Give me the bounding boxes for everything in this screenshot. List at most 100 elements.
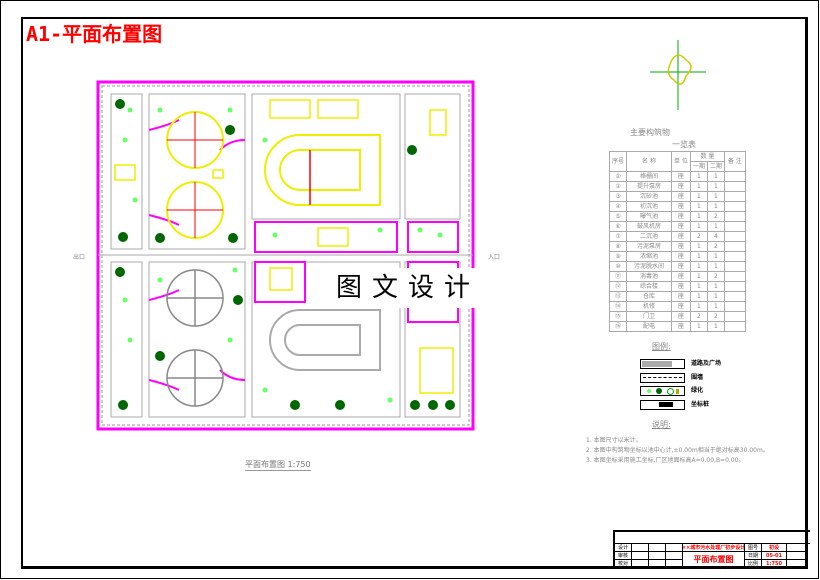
drawing-title: A1-平面布置图 bbox=[26, 22, 163, 46]
row-no: ⑫ bbox=[608, 281, 628, 292]
row-phase1: 1 bbox=[689, 171, 708, 182]
row-no: ⑥ bbox=[608, 221, 628, 232]
row-name: 格栅间 bbox=[626, 171, 673, 182]
legend-title: 图例: bbox=[652, 342, 671, 351]
stake-swatch-icon bbox=[640, 399, 685, 410]
row-no: ④ bbox=[608, 201, 628, 212]
note-item: 3. 本图坐标采用施工坐标,厂区地面标高A=0.00,B=0.00。 bbox=[586, 457, 745, 464]
row-note bbox=[723, 301, 746, 312]
row-no: ⑧ bbox=[608, 241, 628, 252]
header-phase1: 一期 bbox=[689, 161, 708, 172]
row-phase1: 2 bbox=[689, 231, 708, 242]
row-phase2: 2 bbox=[706, 211, 725, 222]
row-note bbox=[723, 241, 746, 252]
clarifiers-phase2 bbox=[166, 269, 224, 407]
row-note bbox=[723, 311, 746, 322]
row-no: ⑩ bbox=[608, 261, 628, 272]
row-note bbox=[723, 231, 746, 242]
row-name: 消毒池 bbox=[626, 271, 673, 282]
aeration-tank-phase2 bbox=[269, 309, 381, 371]
legend-item: 道路及广场 bbox=[640, 358, 721, 370]
row-no: ⑨ bbox=[608, 251, 628, 262]
row-name: 综合楼 bbox=[626, 281, 673, 292]
row-phase1: 1 bbox=[689, 261, 708, 272]
trees bbox=[115, 99, 455, 410]
row-phase1: 1 bbox=[689, 291, 708, 302]
row-phase1: 1 bbox=[689, 221, 708, 232]
row-phase2: 1 bbox=[706, 321, 725, 332]
row-phase2: 2 bbox=[706, 271, 725, 282]
row-phase2: 1 bbox=[706, 291, 725, 302]
row-name: 污泥泵房 bbox=[626, 241, 673, 252]
row-name: 仓库 bbox=[626, 291, 673, 302]
notes: 1. 本图尺寸以米计。 2. 本图中构筑物坐标以池中心计,±0.00m相当于绝对… bbox=[586, 436, 802, 466]
row-note bbox=[723, 251, 746, 262]
row-phase2: 1 bbox=[706, 251, 725, 262]
row-unit: 座 bbox=[671, 271, 691, 282]
row-unit: 座 bbox=[671, 321, 691, 332]
row-unit: 座 bbox=[671, 201, 691, 212]
row-phase1: 2 bbox=[689, 311, 708, 322]
note-item: 1. 本图尺寸以米计。 bbox=[586, 437, 642, 444]
row-note bbox=[723, 211, 746, 222]
row-no: ① bbox=[608, 171, 628, 182]
header-note: 备 注 bbox=[723, 151, 746, 172]
row-phase2: 4 bbox=[706, 231, 725, 242]
clarifiers-phase1 bbox=[166, 111, 224, 239]
row-unit: 座 bbox=[671, 231, 691, 242]
row-name: 污泥脱水间 bbox=[626, 261, 673, 272]
row-note bbox=[723, 321, 746, 332]
row-phase2: 1 bbox=[706, 221, 725, 232]
row-phase1: 1 bbox=[689, 211, 708, 222]
title-block: 设计 ××城市污水处理厂初步设计 图号 初设 审核 平面布置图 日期 05-01… bbox=[613, 530, 810, 569]
row-unit: 座 bbox=[671, 191, 691, 202]
row-phase2: 1 bbox=[706, 191, 725, 202]
row-name: 门卫 bbox=[626, 311, 673, 322]
table-subtitle: 一览表 bbox=[672, 140, 696, 149]
row-note bbox=[723, 271, 746, 282]
row-phase2: 2 bbox=[706, 241, 725, 252]
row-unit: 座 bbox=[671, 221, 691, 232]
row-no: ⑭ bbox=[608, 301, 628, 312]
row-phase1: 1 bbox=[689, 251, 708, 262]
tree-swatch-icon bbox=[640, 386, 685, 396]
row-phase1: 1 bbox=[689, 321, 708, 332]
entrance-label: 入口 bbox=[488, 254, 500, 261]
row-name: 机修 bbox=[626, 301, 673, 312]
row-note bbox=[723, 181, 746, 192]
north-arrow-icon bbox=[650, 40, 706, 110]
row-note bbox=[723, 221, 746, 232]
row-phase2: 1 bbox=[706, 261, 725, 272]
row-unit: 座 bbox=[671, 181, 691, 192]
buildings bbox=[114, 99, 454, 394]
row-no: ⑯ bbox=[608, 321, 628, 332]
row-no: ② bbox=[608, 181, 628, 192]
row-note bbox=[723, 261, 746, 272]
header-no: 序号 bbox=[608, 151, 628, 172]
row-note bbox=[723, 281, 746, 292]
row-unit: 座 bbox=[671, 291, 691, 302]
row-no: ⑦ bbox=[608, 231, 628, 242]
road-swatch-icon bbox=[640, 359, 685, 369]
row-unit: 座 bbox=[671, 301, 691, 312]
aeration-tank-phase1 bbox=[264, 134, 381, 206]
row-phase2: 1 bbox=[706, 171, 725, 182]
row-unit: 座 bbox=[671, 311, 691, 322]
row-unit: 座 bbox=[671, 261, 691, 272]
plan-caption: 平面布置图 1:750 bbox=[245, 460, 311, 471]
row-phase2: 1 bbox=[706, 201, 725, 212]
watermark: 图文设计 bbox=[322, 268, 494, 308]
header-name: 名 称 bbox=[626, 151, 673, 172]
